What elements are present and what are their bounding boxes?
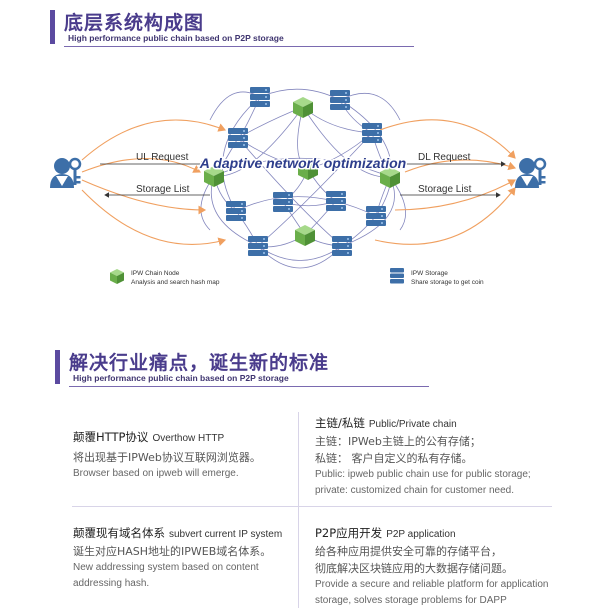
section-rule (64, 46, 414, 47)
feature-desc: 彻底解决区块链应用的大数据存储问题。 (315, 562, 513, 575)
legend-chain-node-title: IPW Chain Node (131, 270, 180, 277)
legend-chain-node (110, 269, 124, 284)
network-diagram: UL Request Storage List DL Request Stora… (50, 87, 547, 286)
legend-chain-node-desc: Analysis and search hash map (131, 279, 220, 286)
left-flow-labels (100, 161, 210, 198)
section-header-architecture: 底层系统构成图 High performance public chain ba… (50, 8, 430, 50)
legend-storage-title: IPW Storage (411, 270, 448, 277)
server-icon (226, 201, 246, 221)
user-key-icon-left (50, 157, 82, 188)
server-icon (228, 128, 248, 148)
server-icon (366, 206, 386, 226)
feature-desc: 将出现基于IPWeb协议互联网浏览器。 (73, 451, 261, 464)
section-rule (69, 386, 429, 387)
feature-desc-en: Public: ipweb public chain use for publi… (315, 469, 531, 480)
feature-desc: 私链： 客户自定义的私有存储。 (315, 452, 473, 465)
ul-request-label: UL Request (136, 152, 189, 163)
server-icon (250, 87, 270, 107)
legend-storage-desc: Share storage to get coin (411, 279, 484, 286)
section-title: 解决行业痛点，诞生新的标准 (69, 352, 330, 374)
storage-list-left-label: Storage List (136, 184, 190, 195)
feature-desc-en: storage, solves storage problems for DAP… (315, 595, 507, 606)
server-icon (362, 123, 382, 143)
feature-desc-en: Browser based on ipweb will emerge. (73, 468, 239, 479)
server-icon (326, 191, 346, 211)
section-accent-bar (55, 350, 60, 384)
server-icon (330, 90, 350, 110)
section-header-standards: 解决行业痛点，诞生新的标准 High performance public ch… (55, 348, 435, 390)
cube-icon (295, 225, 315, 246)
storage-list-right-label: Storage List (418, 184, 472, 195)
grid-divider-horizontal (72, 506, 552, 507)
feature-desc-en: New addressing system based on content (73, 562, 259, 573)
grid-divider-vertical (298, 412, 299, 608)
legend-storage-server-icon (390, 268, 404, 284)
server-icon (273, 192, 293, 212)
cube-icon (293, 97, 313, 118)
storage-servers (226, 87, 386, 256)
section-accent-bar (50, 10, 55, 44)
feature-desc: 主链：IPWeb主链上的公有存储； (315, 435, 481, 448)
feature-desc-en: Provide a secure and reliable platform f… (315, 579, 549, 590)
dl-request-label: DL Request (418, 152, 471, 163)
feature-desc: 诞生对应HASH地址的IPWEB域名体系。 (73, 545, 272, 558)
chain-nodes (204, 97, 400, 246)
section-title: 底层系统构成图 (64, 12, 205, 34)
feature-desc: 给各种应用提供安全可靠的存储平台， (315, 545, 502, 558)
adaptive-network-label: A daptive network optimization (199, 155, 406, 171)
cube-icon (204, 166, 224, 187)
feature-desc-en: addressing hash. (73, 578, 150, 589)
right-flow-labels (400, 161, 506, 198)
user-key-icon-right (515, 157, 547, 188)
section-subtitle: High performance public chain based on P… (73, 373, 289, 383)
cube-icon (380, 167, 400, 188)
server-icon (248, 236, 268, 256)
feature-desc-en: private: customized chain for customer n… (315, 485, 514, 496)
cube-icon (298, 159, 318, 180)
server-icon (332, 236, 352, 256)
request-arrows (81, 119, 517, 246)
section-subtitle: High performance public chain based on P… (68, 33, 284, 43)
